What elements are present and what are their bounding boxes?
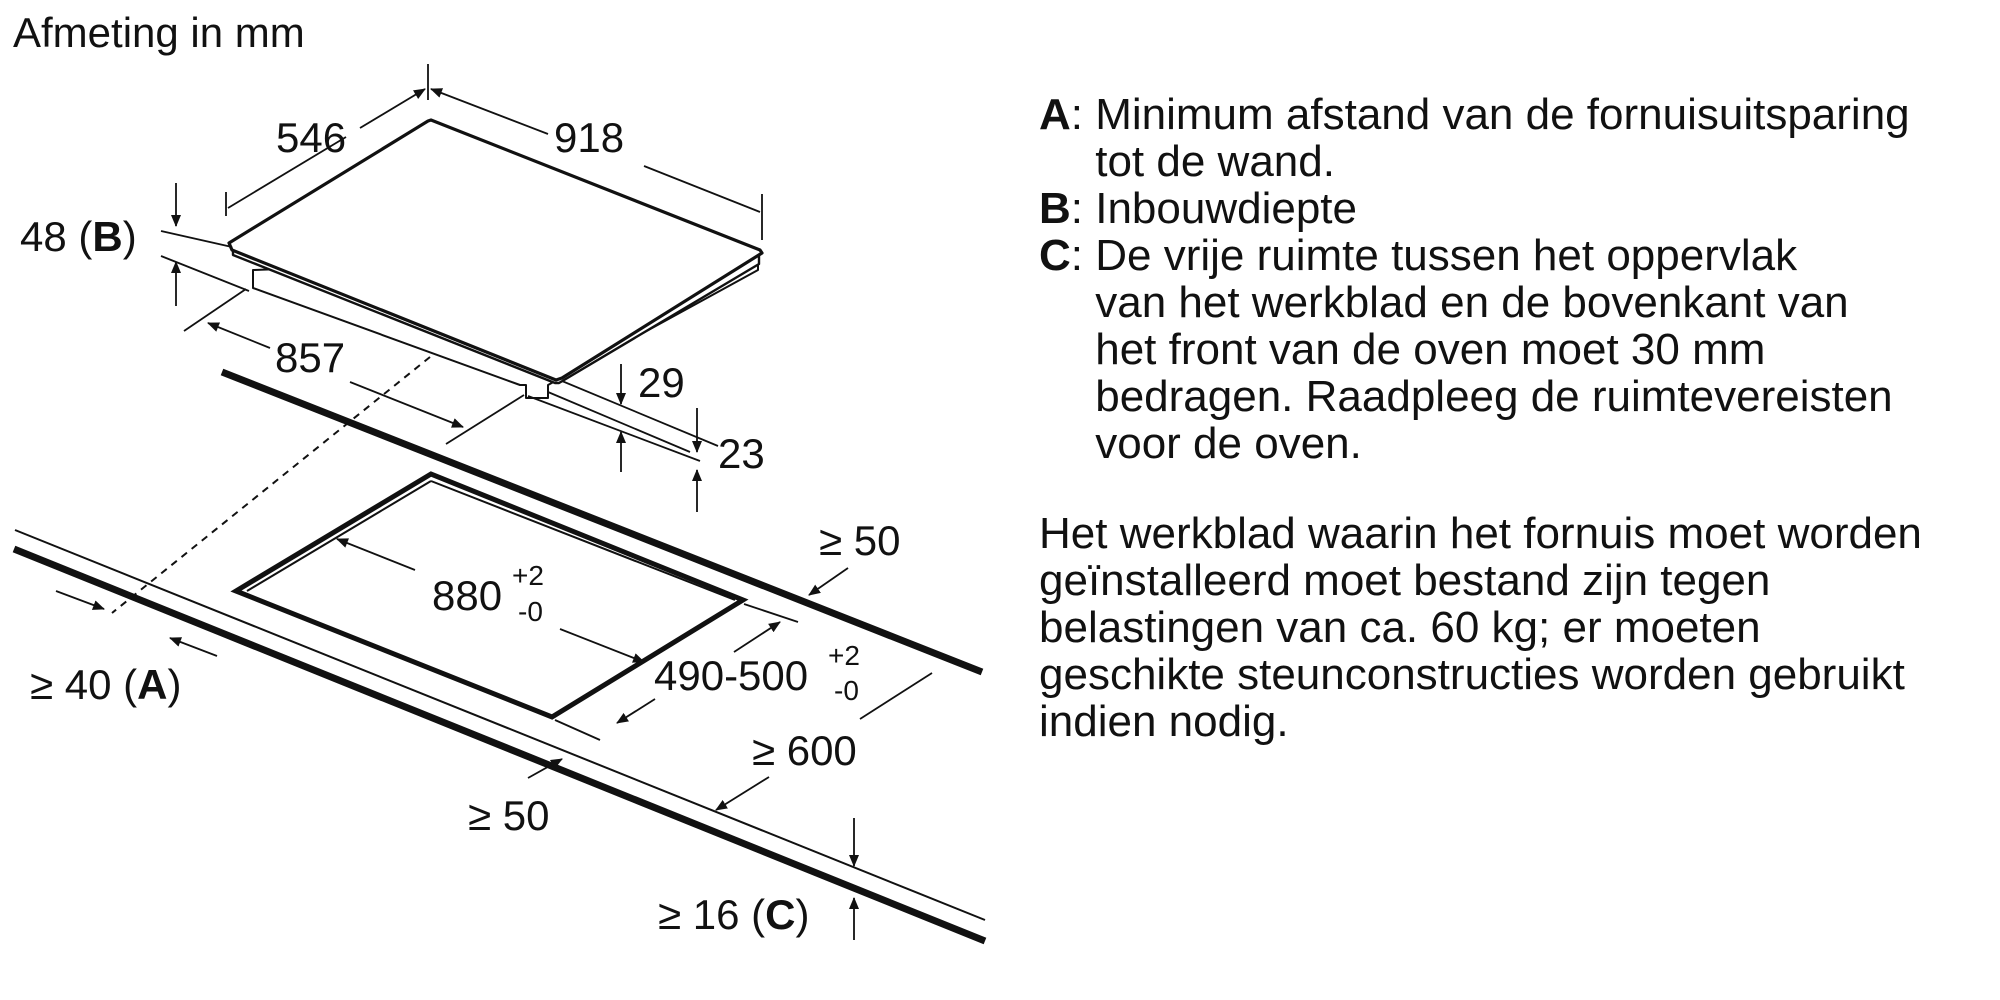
- dimension-lines: [55, 64, 933, 940]
- min-front-label: ≥ 50: [468, 792, 549, 839]
- legend: A: Minimum afstand van de fornuisuitspar…: [1039, 91, 1989, 467]
- page-title: Afmeting in mm: [13, 9, 305, 56]
- legend-text-c: De vrije ruimte tussen het oppervlak van…: [1095, 231, 1893, 468]
- legend-colon: :: [1070, 184, 1096, 233]
- cutout-width-tol-minus: -0: [518, 596, 543, 627]
- min-back-label: ≥ 50: [819, 517, 900, 564]
- min-thickness-value: ≥ 16: [658, 891, 739, 938]
- dim-48-value: 48: [20, 213, 67, 260]
- cutout-depth-tol-minus: -0: [834, 675, 859, 706]
- load-note: Het werkblad waarin het fornuis moet wor…: [1039, 509, 1922, 746]
- dim-546-label: 546: [276, 114, 346, 161]
- legend-item-b: B: Inbouwdiepte: [1039, 185, 1989, 232]
- hob-drawing: [227, 118, 764, 399]
- legend-key-a: A: [1039, 90, 1071, 139]
- legend-text-b: Inbouwdiepte: [1095, 184, 1357, 233]
- legend-key-b: B: [1039, 184, 1071, 233]
- legend-colon: :: [1070, 231, 1096, 280]
- dim-48-label: 48 (B): [20, 213, 137, 260]
- dim-857-label: 857: [275, 334, 345, 381]
- min-worktop-depth-label: ≥ 600: [752, 727, 857, 774]
- dim-48-ref: B: [92, 213, 122, 260]
- dim-918-label: 918: [554, 114, 624, 161]
- dim-23-label: 23: [718, 430, 765, 477]
- min-wall-value: ≥ 40: [30, 661, 111, 708]
- cutout-width-tol-plus: +2: [512, 560, 544, 591]
- min-thickness-label: ≥ 16 (C): [658, 891, 809, 938]
- legend-colon: :: [1070, 90, 1096, 139]
- legend-item-c: C: De vrije ruimte tussen het oppervlak …: [1039, 232, 1989, 467]
- legend-text-a: Minimum afstand van de fornuisuitsparing…: [1095, 90, 1910, 186]
- cutout-depth-tol-plus: +2: [828, 640, 860, 671]
- installation-diagram: 546 918 48 (B) 857 29 23 880 +2 -0 490-5…: [12, 64, 987, 945]
- cutout-width-label: 880: [432, 572, 502, 619]
- min-thickness-ref: C: [765, 891, 795, 938]
- legend-item-a: A: Minimum afstand van de fornuisuitspar…: [1039, 91, 1989, 185]
- min-wall-label: ≥ 40 (A): [30, 661, 181, 708]
- cutout-depth-label: 490-500: [654, 652, 808, 699]
- legend-key-c: C: [1039, 231, 1071, 280]
- dim-29-label: 29: [638, 359, 685, 406]
- worktop-drawing: [12, 356, 987, 945]
- min-wall-ref: A: [137, 661, 167, 708]
